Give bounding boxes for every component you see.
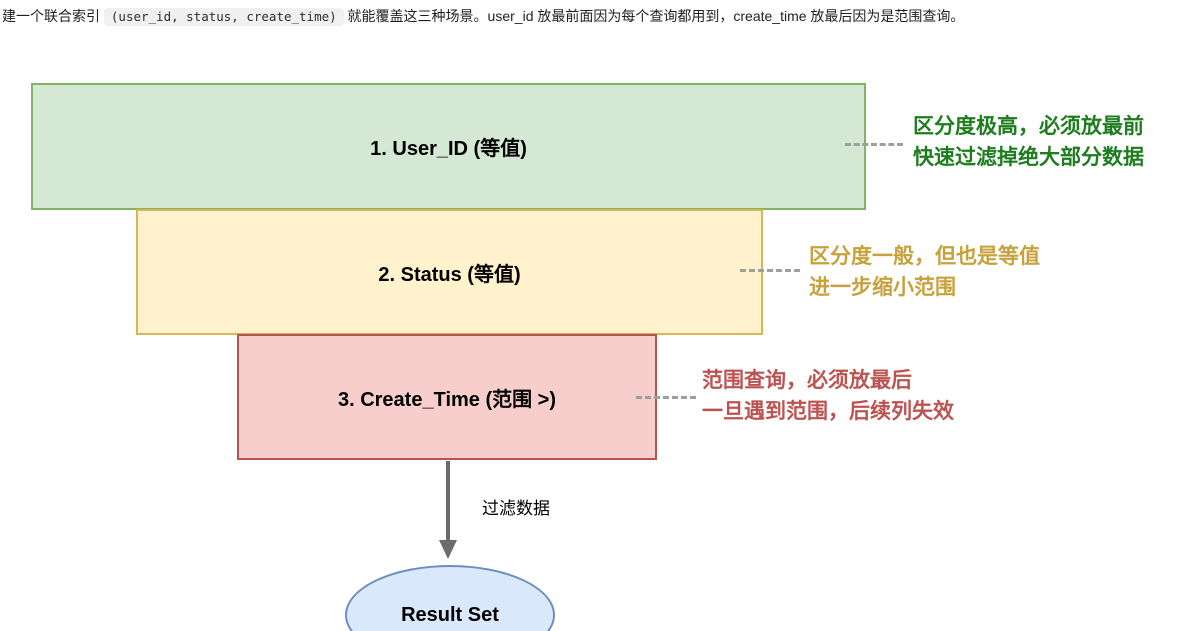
note-user-id-line2: 快速过滤掉绝大部分数据 — [913, 146, 1144, 169]
note-status: 区分度一般，但也是等值 进一步缩小范围 — [809, 241, 1040, 303]
flow-arrow-line — [446, 461, 450, 541]
result-set-ellipse: Result Set — [345, 565, 555, 631]
result-set-label: Result Set — [401, 603, 499, 626]
intro-text-before: 建一个联合索引 — [2, 8, 104, 24]
intro-text-after: 就能覆盖这三种场景。user_id 放最前面因为每个查询都用到，create_t… — [343, 8, 965, 24]
connector-dash-user-id — [845, 143, 903, 146]
note-status-line2: 进一步缩小范围 — [809, 276, 956, 299]
funnel-level-status-label: 2. Status (等值) — [378, 263, 521, 286]
funnel-level-user-id-label: 1. User_ID (等值) — [370, 138, 527, 160]
note-status-line1: 区分度一般，但也是等值 — [809, 245, 1040, 268]
note-create-time: 范围查询，必须放最后 一旦遇到范围，后续列失效 — [702, 365, 954, 427]
funnel-level-create-time: 3. Create_Time (范围 >) — [237, 334, 657, 460]
connector-dash-create-time — [636, 396, 696, 399]
note-user-id: 区分度极高，必须放最前 快速过滤掉绝大部分数据 — [913, 111, 1144, 173]
funnel-level-user-id: 1. User_ID (等值) — [31, 83, 866, 210]
flow-arrow-label: 过滤数据 — [482, 499, 550, 518]
flow-arrow-head-icon — [439, 540, 457, 559]
note-user-id-line1: 区分度极高，必须放最前 — [913, 115, 1144, 138]
funnel-level-create-time-label: 3. Create_Time (范围 >) — [337, 388, 557, 411]
note-create-time-line1: 范围查询，必须放最后 — [702, 369, 912, 392]
funnel-level-status: 2. Status (等值) — [136, 209, 763, 335]
intro-text: 建一个联合索引 (user_id, status, create_time) 就… — [2, 6, 964, 26]
connector-dash-status — [740, 269, 800, 272]
note-create-time-line2: 一旦遇到范围，后续列失效 — [702, 400, 954, 423]
inline-code-index-columns: (user_id, status, create_time) — [103, 8, 344, 26]
